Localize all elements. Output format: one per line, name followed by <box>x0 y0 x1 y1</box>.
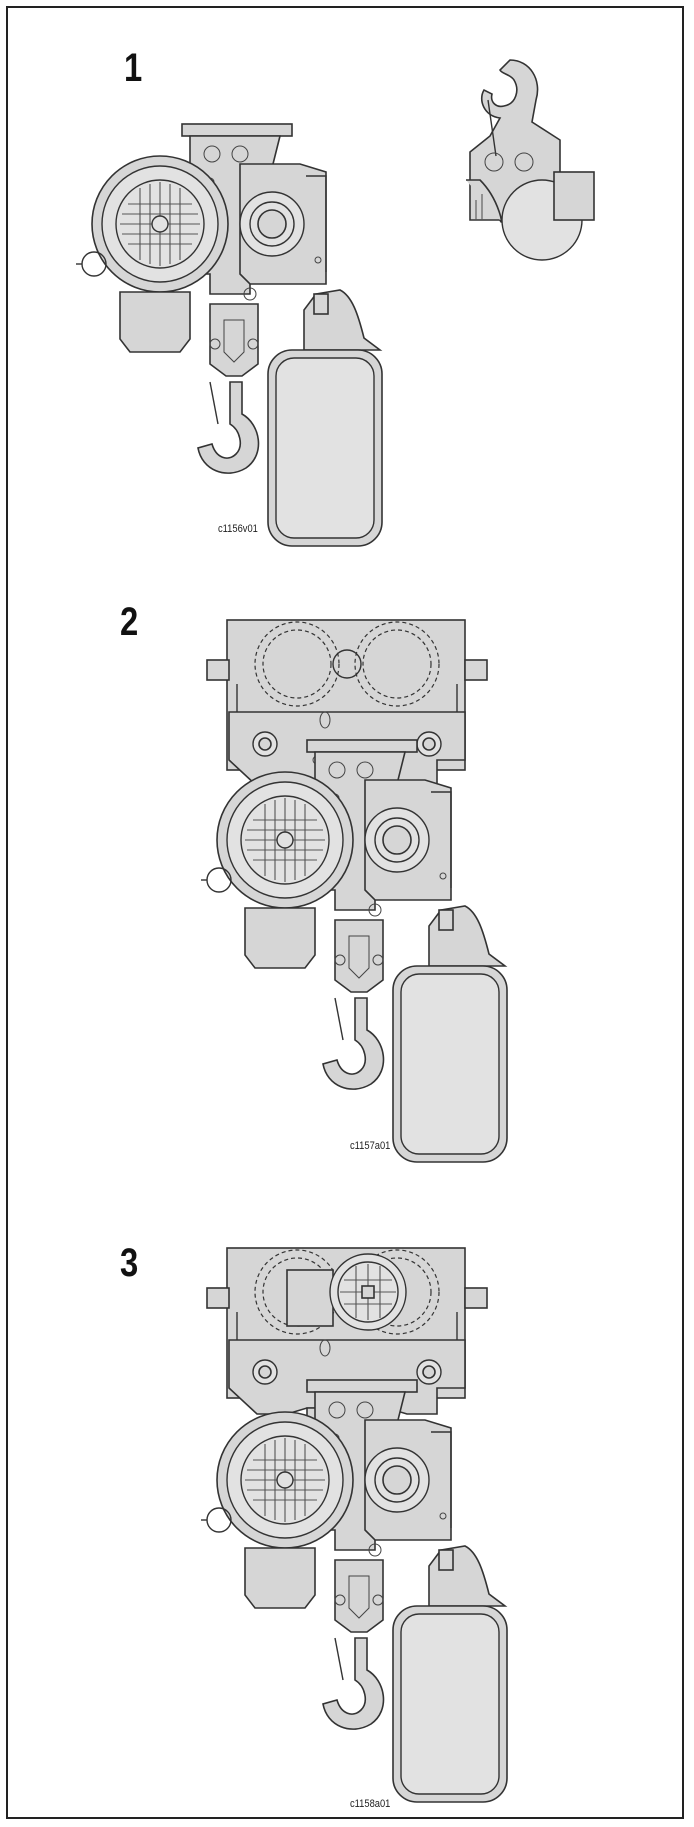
trolley-drive-motor <box>286 1253 407 1331</box>
figure-2-number: 2 <box>120 600 139 644</box>
figure-3-number: 3 <box>120 1241 139 1285</box>
figure-1-detail-inset <box>466 59 595 261</box>
figure-2-code: c1157a01 <box>350 1140 391 1152</box>
figure-1-code: c1156v01 <box>218 523 258 535</box>
figure-2-drawing <box>200 619 508 1163</box>
figure-3-drawing <box>200 1247 508 1803</box>
figure-1-drawing <box>75 123 383 547</box>
figure-3-code: c1158a01 <box>350 1798 391 1810</box>
figure-1-number: 1 <box>124 46 143 90</box>
